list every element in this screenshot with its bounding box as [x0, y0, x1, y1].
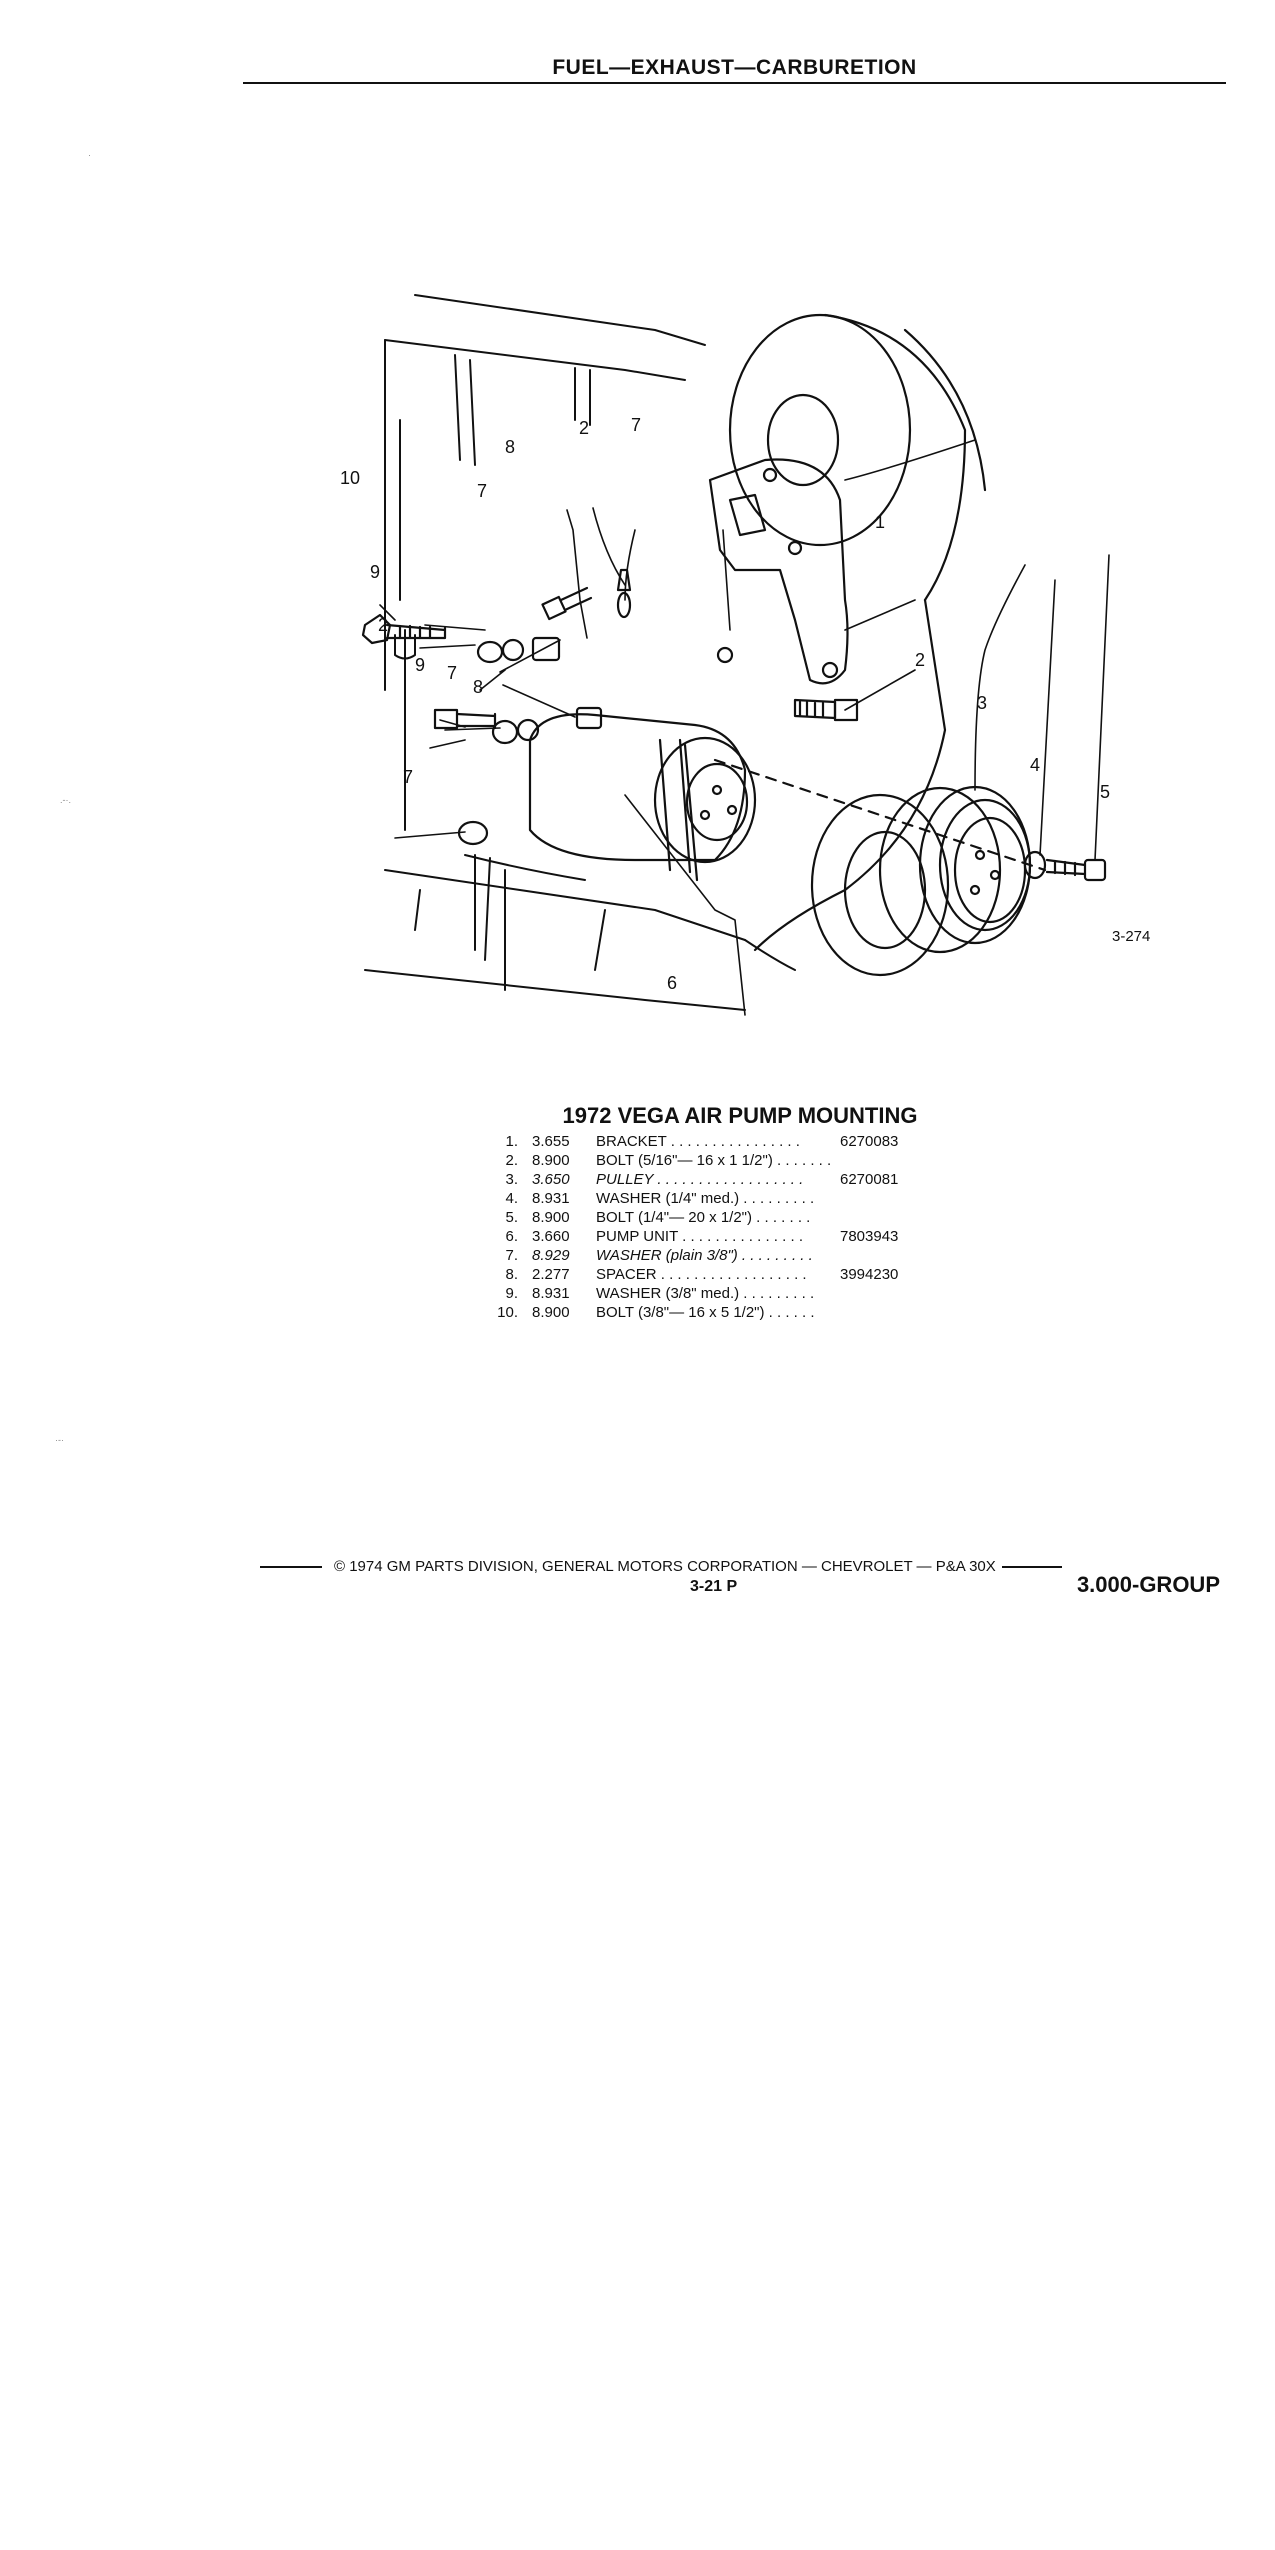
- item-number: 4.: [505, 1190, 518, 1207]
- group-number: 8.931: [532, 1285, 570, 1302]
- callout-label: 8: [473, 677, 484, 697]
- item-number: 10.: [497, 1304, 518, 1321]
- part-number: [840, 1284, 930, 1303]
- item-number: 7.: [505, 1247, 518, 1264]
- bolt-part-2-left: [433, 708, 497, 730]
- callout-label: 7: [631, 415, 642, 435]
- group-number: 8.900: [532, 1304, 570, 1321]
- footer-copyright-line: © 1974 GM PARTS DIVISION, GENERAL MOTORS…: [260, 1558, 1220, 1575]
- callout-label: 5: [1100, 782, 1111, 802]
- part-description: WASHER (3/8" med.) . . . . . . . . .: [596, 1285, 815, 1302]
- item-number: 2.: [505, 1152, 518, 1169]
- air-pump-unit-part-6: [528, 713, 757, 882]
- part-description: BOLT (5/16"— 16 x 1 1/2") . . . . . . .: [596, 1152, 832, 1169]
- parts-list: 1. 3.655 BRACKET . . . . . . . . . . . .…: [480, 1132, 980, 1322]
- group-number: 3.650: [532, 1171, 570, 1188]
- parts-list-row: 2. 8.900 BOLT (5/16"— 16 x 1 1/2") . . .…: [480, 1151, 980, 1170]
- callout-label: 6: [667, 973, 678, 993]
- part-description: WASHER (1/4" med.) . . . . . . . . .: [596, 1190, 815, 1207]
- callout-label: 9: [415, 655, 426, 675]
- part-description: WASHER (plain 3/8") . . . . . . . . .: [596, 1247, 813, 1264]
- part-number: 3994230: [840, 1266, 899, 1283]
- part-description: PULLEY . . . . . . . . . . . . . . . . .…: [596, 1171, 804, 1188]
- callout-label: 7: [447, 663, 458, 683]
- item-number: 9.: [505, 1285, 518, 1302]
- item-number: 5.: [505, 1209, 518, 1226]
- parts-list-row: 8. 2.277 SPACER . . . . . . . . . . . . …: [480, 1265, 980, 1284]
- header-rule: [243, 82, 1226, 84]
- part-number: 6270083: [840, 1133, 899, 1150]
- part-number: [840, 1208, 930, 1227]
- footer-rule-right: [1001, 1565, 1062, 1568]
- group-number: 3.655: [532, 1133, 570, 1150]
- part-number: 7803943: [840, 1228, 899, 1245]
- footer-copyright: © 1974 GM PARTS DIVISION, GENERAL MOTORS…: [334, 1558, 996, 1575]
- bolt-part-10: [361, 613, 447, 645]
- group-identifier: 3.000-GROUP: [1076, 1572, 1220, 1597]
- group-number: 3.660: [532, 1228, 570, 1245]
- callout-label: 2: [378, 615, 389, 635]
- parts-list-row: 6. 3.660 PUMP UNIT . . . . . . . . . . .…: [480, 1227, 980, 1246]
- callout-label: 7: [477, 481, 488, 501]
- item-number: 3.: [505, 1171, 518, 1188]
- scan-speck: ·-·: [55, 1435, 64, 1445]
- part-description: BOLT (1/4"— 20 x 1/2") . . . . . . .: [596, 1209, 811, 1226]
- group-number: 8.900: [532, 1209, 570, 1226]
- part-number: [840, 1246, 930, 1265]
- callout-label: 2: [579, 418, 590, 438]
- washer-part-4-bolt-part-5: [1023, 850, 1107, 882]
- callout-label: 1: [875, 512, 886, 532]
- callout-label: 7: [403, 767, 414, 787]
- item-number: 6.: [505, 1228, 518, 1245]
- page-number: 3-21 P: [690, 1578, 738, 1595]
- part-description: PUMP UNIT . . . . . . . . . . . . . . .: [596, 1228, 803, 1245]
- parts-list-row: 7. 8.929 WASHER (plain 3/8") . . . . . .…: [480, 1246, 980, 1265]
- parts-list-row: 1. 3.655 BRACKET . . . . . . . . . . . .…: [480, 1132, 980, 1151]
- bracket-part-1: [708, 458, 849, 685]
- pulley-part-3: [810, 785, 1032, 977]
- item-number: 8.: [505, 1266, 518, 1283]
- part-number: 6270081: [840, 1171, 899, 1188]
- scan-speck: ·: [88, 150, 91, 160]
- callout-label: 2: [915, 650, 926, 670]
- parts-list-row: 3. 3.650 PULLEY . . . . . . . . . . . . …: [480, 1170, 980, 1189]
- bolt-part-2-right: [793, 698, 859, 722]
- part-number: [840, 1303, 930, 1322]
- scan-speck: .-·.: [60, 795, 71, 805]
- part-description: BRACKET . . . . . . . . . . . . . . . .: [596, 1133, 800, 1150]
- callout-label: 9: [370, 562, 381, 582]
- group-number: 8.900: [532, 1152, 570, 1169]
- engine-block: [364, 294, 796, 1011]
- footer-rule-left: [260, 1565, 322, 1568]
- callout-label: 4: [1030, 755, 1041, 775]
- part-description: SPACER . . . . . . . . . . . . . . . . .…: [596, 1266, 807, 1283]
- page-header-title: FUEL—EXHAUST—CARBURETION: [552, 56, 917, 79]
- parts-list-row: 10. 8.900 BOLT (3/8"— 16 x 5 1/2") . . .…: [480, 1303, 980, 1322]
- callout-label: 3: [977, 693, 988, 713]
- timing-cover: [728, 313, 987, 952]
- bolt-part-2-top: [541, 586, 593, 621]
- leader-lines: [379, 439, 1110, 1016]
- part-description: BOLT (3/8"— 16 x 5 1/2") . . . . . .: [596, 1304, 815, 1321]
- part-number: [840, 1151, 930, 1170]
- parts-list-row: 5. 8.900 BOLT (1/4"— 20 x 1/2") . . . . …: [480, 1208, 980, 1227]
- group-number: 8.931: [532, 1190, 570, 1207]
- callout-label: 8: [505, 437, 516, 457]
- figure-caption: 1972 VEGA AIR PUMP MOUNTING: [562, 1103, 918, 1128]
- exploded-view-illustration: [325, 270, 1205, 1030]
- callout-label: 10: [340, 468, 361, 488]
- group-number: 8.929: [532, 1247, 570, 1264]
- item-number: 1.: [505, 1133, 518, 1150]
- figure-number: 3-274: [1112, 928, 1151, 945]
- part-number: [840, 1189, 930, 1208]
- parts-list-row: 9. 8.931 WASHER (3/8" med.) . . . . . . …: [480, 1284, 980, 1303]
- group-number: 2.277: [532, 1266, 570, 1283]
- parts-list-row: 4. 8.931 WASHER (1/4" med.) . . . . . . …: [480, 1189, 980, 1208]
